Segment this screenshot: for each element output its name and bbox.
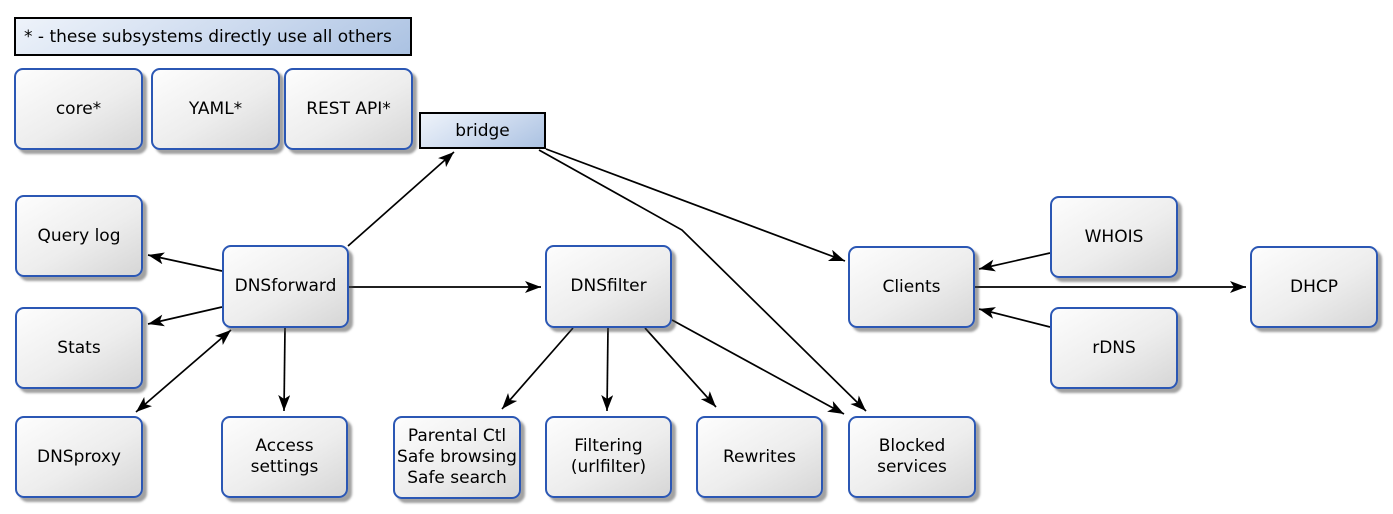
node-blocked-services-line2: services [877,457,947,477]
edge-dnsforward-stats [147,306,223,327]
node-whois-label: WHOIS [1084,226,1144,247]
edge-dnsforward-dnsproxy [135,329,232,413]
node-parental-line2: Safe browsing [397,447,517,468]
node-parental-line3: Safe search [407,467,507,488]
node-rdns: rDNS [1050,307,1178,389]
node-filtering-line2: (urlfilter) [570,457,647,477]
edge-dnsforward-access-settings [278,327,291,412]
node-rewrites: Rewrites [696,416,823,498]
edge-dnsfilter-parental [501,327,574,410]
node-dnsforward-label: DNSforward [234,276,337,297]
node-dhcp-label: DHCP [1290,276,1338,297]
edge-rdns-clients [978,307,1051,328]
node-dnsproxy: DNSproxy [15,416,143,498]
node-yaml-label: YAML* [188,98,243,119]
legend-text: * - these subsystems directly use all ot… [24,26,392,47]
node-rewrites-label: Rewrites [722,446,797,467]
node-query-log: Query log [15,195,143,277]
node-parental-line1: Parental Ctl [407,426,507,447]
node-rdns-label: rDNS [1092,337,1136,358]
node-rest-api-label: REST API* [306,98,391,119]
node-blocked-services: Blocked services [848,416,976,498]
node-clients: Clients [848,246,975,328]
edge-dnsfilter-rewrites [644,327,717,408]
node-dnsproxy-label: DNSproxy [36,446,121,467]
edge-dnsforward-query-log [147,252,223,272]
node-whois: WHOIS [1050,196,1178,278]
node-parental: Parental Ctl Safe browsing Safe search [393,416,521,499]
node-rest-api: REST API* [284,68,413,150]
node-filtering: Filtering (urlfilter) [545,416,672,498]
node-stats-label: Stats [57,337,101,358]
node-filtering-line1: Filtering [574,436,643,457]
node-dnsforward: DNSforward [222,245,349,328]
node-dnsfilter-label: DNSfilter [570,276,647,297]
node-bridge: bridge [419,112,546,149]
edge-dnsfilter-filtering [601,327,614,412]
node-dnsfilter: DNSfilter [545,245,672,328]
node-dhcp: DHCP [1250,246,1378,328]
node-blocked-services-line1: Blocked [878,436,946,457]
edge-dnsfilter-blocked-services [671,319,845,415]
edge-bridge-blocked-services [538,149,867,412]
node-core: core* [14,68,143,150]
node-clients-label: Clients [882,276,941,297]
edge-bridge-clients [545,148,846,262]
node-query-log-label: Query log [37,225,121,246]
node-access-settings: Access settings [221,416,348,498]
edge-dnsforward-bridge [347,151,455,247]
node-bridge-label: bridge [455,120,510,141]
node-access-settings-line1: Access [255,436,314,457]
legend-box: * - these subsystems directly use all ot… [14,17,412,56]
edge-whois-clients [978,252,1051,272]
node-yaml: YAML* [151,68,280,150]
node-access-settings-line2: settings [250,457,319,477]
node-core-label: core* [55,98,102,119]
node-stats: Stats [15,307,143,389]
